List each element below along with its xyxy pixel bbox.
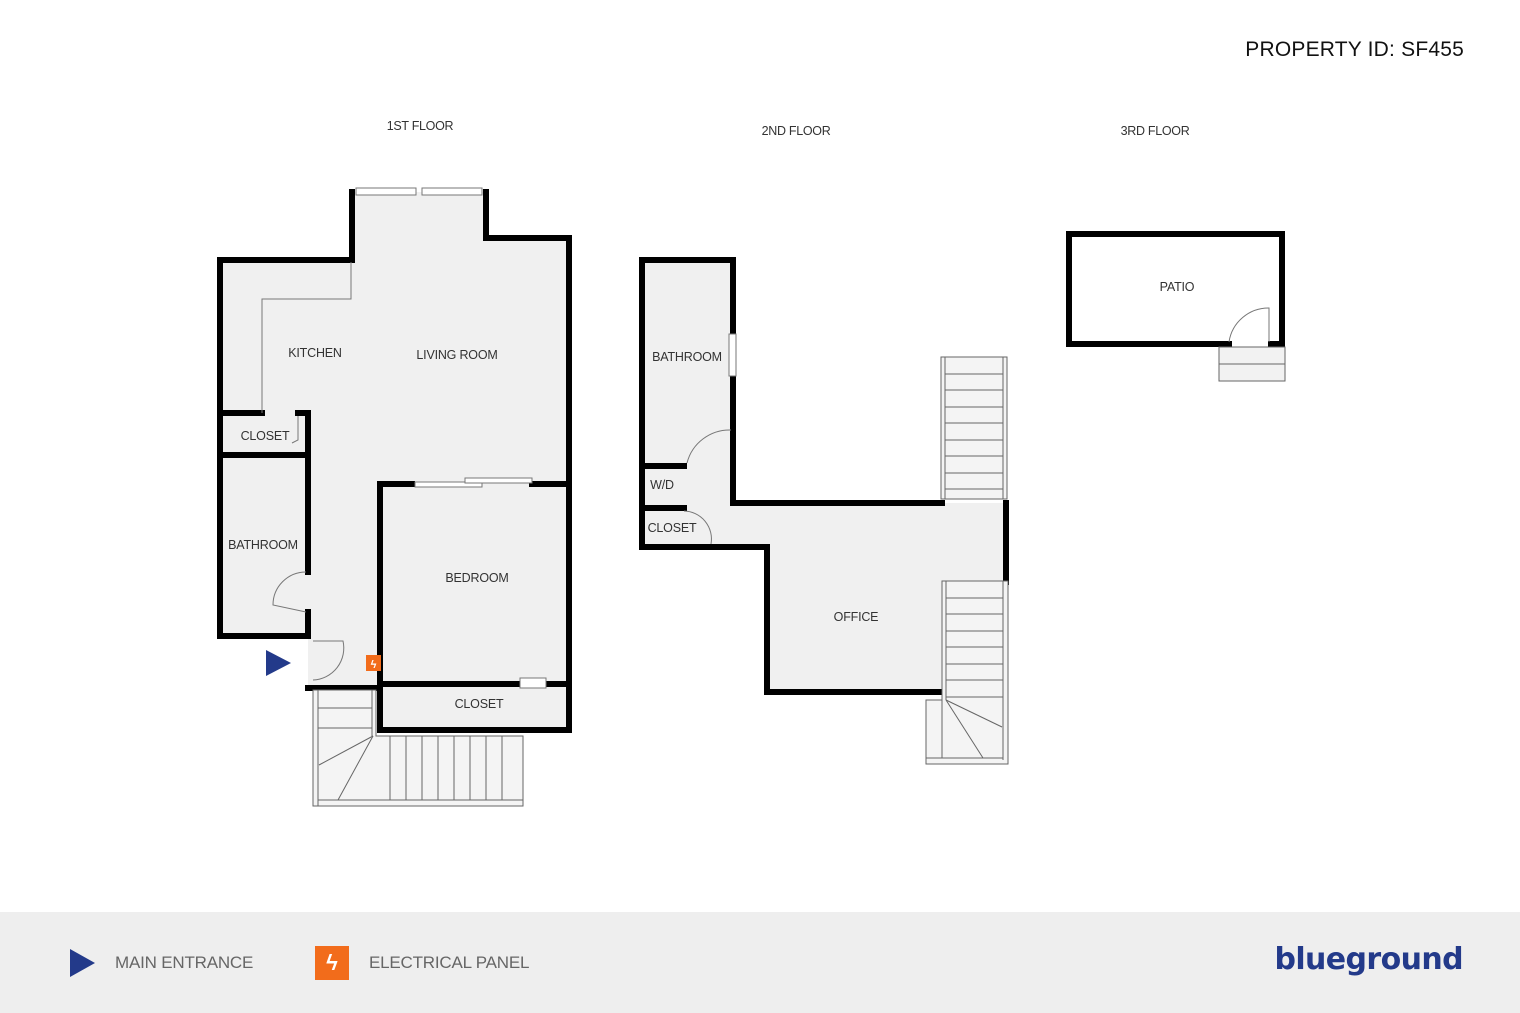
legend-label: MAIN ENTRANCE xyxy=(115,952,254,972)
room-label-office: OFFICE xyxy=(834,610,879,624)
floor-title-1: 1ST FLOOR xyxy=(387,119,454,133)
electrical-panel-bolt-icon: ϟ xyxy=(315,945,349,980)
room-label-bedroom-closet: CLOSET xyxy=(455,697,504,711)
legend-item-electrical-panel: ϟ ELECTRICAL PANEL xyxy=(315,912,529,1013)
room-label-closet: CLOSET xyxy=(241,429,290,443)
main-entrance-triangle-icon xyxy=(70,948,95,977)
second-floor-upper-stairs xyxy=(940,356,1008,500)
svg-text:ϟ: ϟ xyxy=(371,659,377,671)
room-label-living-room: LIVING ROOM xyxy=(416,348,497,362)
room-label-patio: PATIO xyxy=(1160,280,1195,294)
room-label-closet-2: CLOSET xyxy=(648,521,697,535)
floor-plan: 1ST FLOOR 2ND FLOOR 3RD FLOOR xyxy=(217,119,1286,807)
room-label-bedroom: BEDROOM xyxy=(445,571,508,585)
patio-steps xyxy=(1218,346,1286,382)
room-label-wd: W/D xyxy=(650,478,674,492)
floor-title-3: 3RD FLOOR xyxy=(1121,124,1190,138)
second-floor: BATHROOM W/D CLOSET OFFICE xyxy=(639,257,1009,765)
room-label-kitchen: KITCHEN xyxy=(288,346,342,360)
second-floor-lower-stairs xyxy=(925,580,1009,765)
main-entrance-marker-icon xyxy=(266,650,291,676)
legend-item-main-entrance: MAIN ENTRANCE xyxy=(70,912,253,1013)
room-label-bathroom-2: BATHROOM xyxy=(652,350,722,364)
legend-footer: MAIN ENTRANCE ϟ ELECTRICAL PANEL bluegro… xyxy=(0,912,1520,1013)
first-floor: ϟ KITCHEN LIVING ROOM CLOSET BATHROOM BE… xyxy=(217,187,572,807)
third-floor: PATIO xyxy=(1066,231,1286,382)
room-label-bathroom: BATHROOM xyxy=(228,538,298,552)
legend-label: ELECTRICAL PANEL xyxy=(369,952,530,972)
first-floor-stairs xyxy=(312,689,524,807)
property-id: PROPERTY ID: SF455 xyxy=(1245,38,1464,61)
brand-logo: blueground xyxy=(1274,942,1463,977)
floor-title-2: 2ND FLOOR xyxy=(762,124,831,138)
electrical-panel-marker-icon: ϟ xyxy=(366,655,381,671)
